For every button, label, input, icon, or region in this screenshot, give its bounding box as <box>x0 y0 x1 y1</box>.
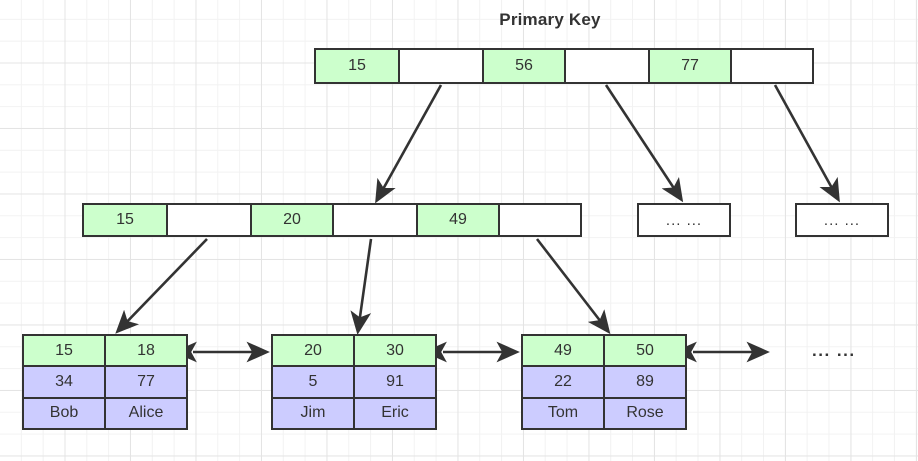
leaf-2-name-1[interactable]: Eric <box>355 398 435 428</box>
leaf-1-name-1[interactable]: Alice <box>106 398 186 428</box>
leaf-3-key-0[interactable]: 49 <box>523 336 605 366</box>
edge-root-to-ellipsis-1 <box>604 84 684 203</box>
edge-internal-to-leaf-1 <box>115 238 208 334</box>
edge-root-to-internal <box>375 84 443 204</box>
leaf-2-name-0[interactable]: Jim <box>273 398 355 428</box>
root-cell-pointer-0[interactable] <box>400 50 484 82</box>
leaf-node-3[interactable]: 49 50 22 89 Tom Rose <box>521 334 687 430</box>
leaf-2-key-0[interactable]: 20 <box>273 336 355 366</box>
diagram-title: Primary Key <box>499 10 601 29</box>
ellipsis-node-1[interactable]: ... ... <box>637 203 731 237</box>
leaf-3-name-1[interactable]: Rose <box>605 398 685 428</box>
leaf-node-2[interactable]: 20 30 5 91 Jim Eric <box>271 334 437 430</box>
internal-cell-key-1[interactable]: 20 <box>252 205 334 235</box>
leaf-3-key-1[interactable]: 50 <box>605 336 685 366</box>
edge-root-to-ellipsis-2 <box>773 84 840 203</box>
leaf-2-value-0[interactable]: 5 <box>273 367 355 397</box>
leaf-3-name-0[interactable]: Tom <box>523 398 605 428</box>
leaf-3-name-row: Tom Rose <box>523 398 685 428</box>
root-cell-pointer-2[interactable] <box>732 50 812 82</box>
leaf-trailing-ellipsis: ... ... <box>812 341 856 360</box>
leaf-1-key-row: 15 18 <box>24 336 186 368</box>
leaf-1-key-1[interactable]: 18 <box>106 336 186 366</box>
leaf-1-value-1[interactable]: 77 <box>106 367 186 397</box>
leaf-2-value-1[interactable]: 91 <box>355 367 435 397</box>
internal-cell-pointer-2[interactable] <box>500 205 580 235</box>
edge-internal-to-leaf-2 <box>350 238 373 335</box>
edge-internal-to-leaf-3 <box>535 238 611 335</box>
internal-cell-key-2[interactable]: 49 <box>418 205 500 235</box>
internal-cell-pointer-1[interactable] <box>334 205 418 235</box>
internal-cell-pointer-0[interactable] <box>168 205 252 235</box>
leaf-1-name-row: Bob Alice <box>24 398 186 428</box>
root-cell-key-1[interactable]: 56 <box>484 50 566 82</box>
leaf-2-key-row: 20 30 <box>273 336 435 368</box>
leaf-3-value-row: 22 89 <box>523 367 685 399</box>
internal-cell-key-0[interactable]: 15 <box>84 205 168 235</box>
leaf-2-key-1[interactable]: 30 <box>355 336 435 366</box>
root-cell-key-2[interactable]: 77 <box>650 50 732 82</box>
leaf-1-value-row: 34 77 <box>24 367 186 399</box>
root-cell-pointer-1[interactable] <box>566 50 650 82</box>
ellipsis-node-2[interactable]: ... ... <box>795 203 889 237</box>
leaf-1-value-0[interactable]: 34 <box>24 367 106 397</box>
leaf-2-name-row: Jim Eric <box>273 398 435 428</box>
internal-node[interactable]: 15 20 49 <box>82 203 582 237</box>
leaf-3-value-0[interactable]: 22 <box>523 367 605 397</box>
leaf-3-value-1[interactable]: 89 <box>605 367 685 397</box>
leaf-3-key-row: 49 50 <box>523 336 685 368</box>
leaf-node-1[interactable]: 15 18 34 77 Bob Alice <box>22 334 188 430</box>
leaf-1-key-0[interactable]: 15 <box>24 336 106 366</box>
leaf-2-value-row: 5 91 <box>273 367 435 399</box>
root-cell-key-0[interactable]: 15 <box>316 50 400 82</box>
root-node[interactable]: 15 56 77 <box>314 48 814 84</box>
leaf-1-name-0[interactable]: Bob <box>24 398 106 428</box>
